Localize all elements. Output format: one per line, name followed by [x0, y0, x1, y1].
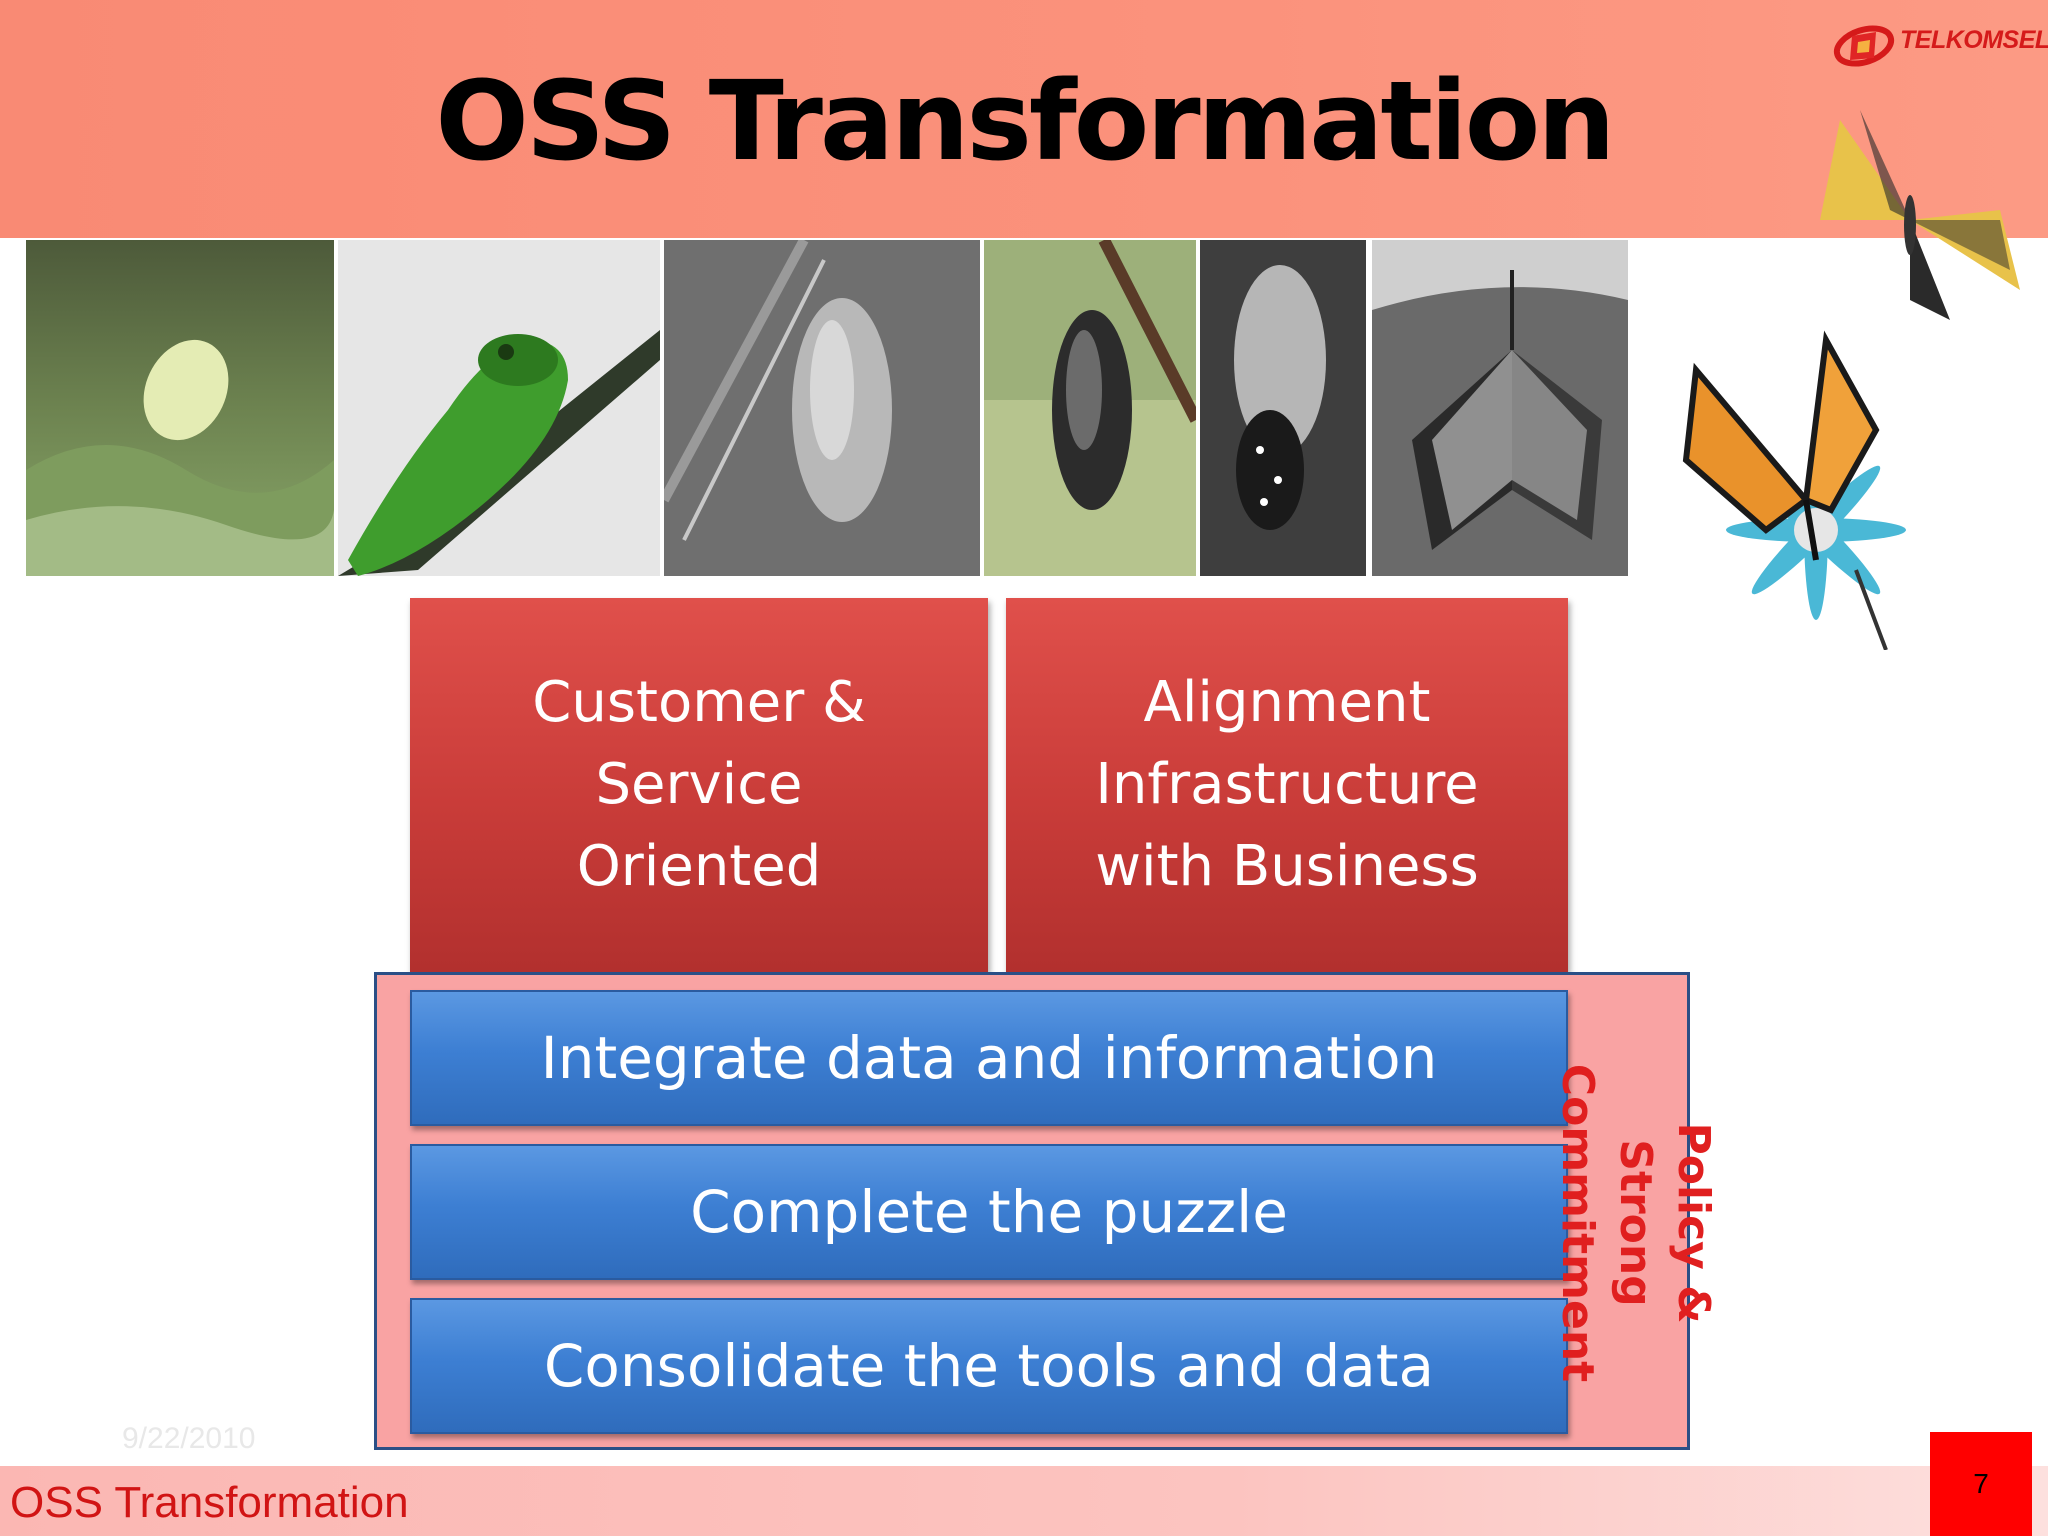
pillar-label: Customer & Service Oriented [532, 670, 866, 899]
side-label-text: Policy & Strong Commitment [1552, 1063, 1720, 1383]
footer-title: OSS Transformation [10, 1478, 409, 1527]
policy-commitment-label: Policy & Strong Commitment [1552, 1058, 1719, 1388]
swallowtail-butterfly-icon [1820, 110, 2020, 320]
logo-brand-text: TELKOMSEL [1900, 26, 2048, 54]
telkomsel-swoosh-icon [1833, 25, 1895, 67]
complete-puzzle-layer: Complete the puzzle [410, 1144, 1568, 1280]
customer-service-pillar: Customer & Service Oriented [410, 598, 988, 972]
emerging-butterfly-photo [1200, 240, 1366, 576]
consolidate-tools-layer: Consolidate the tools and data [410, 1298, 1568, 1434]
layer-label: Integrate data and information [540, 1024, 1438, 1092]
slide-title: OSS Transformation [435, 57, 1615, 185]
butterfly-hanging-photo [1372, 240, 1628, 576]
slide-date: 9/22/2010 [122, 1422, 256, 1455]
caterpillar-photo [338, 240, 660, 576]
monarch-butterfly-icon [1682, 330, 1906, 650]
layer-label: Consolidate the tools and data [543, 1332, 1435, 1400]
telkomsel-logo: TELKOMSEL [1830, 10, 2048, 90]
pillar-label: Alignment Infrastructure with Business [1095, 670, 1479, 899]
page-number: 7 [1930, 1432, 2032, 1536]
chrysalis-photo [664, 240, 980, 576]
egg-photo [26, 240, 334, 576]
chrysalis-dark-photo [984, 240, 1196, 576]
alignment-infrastructure-pillar: Alignment Infrastructure with Business [1006, 598, 1568, 972]
layer-label: Complete the puzzle [690, 1178, 1288, 1246]
footer-band [0, 1466, 2048, 1536]
integrate-data-layer: Integrate data and information [410, 990, 1568, 1126]
title-band [0, 0, 2048, 238]
